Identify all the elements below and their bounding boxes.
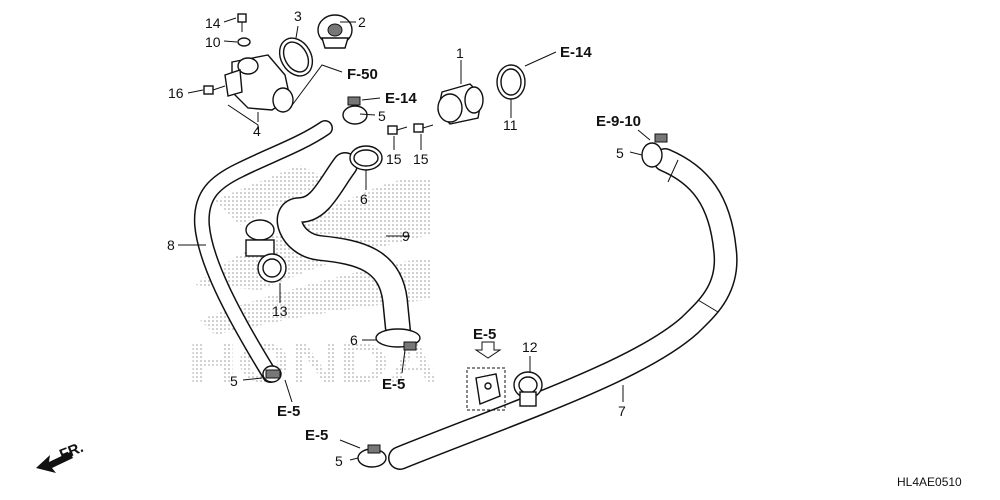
callout-3: 3 [294, 8, 302, 24]
ref-e-5-bottom: E-5 [305, 427, 328, 444]
bracket-dashed-box [466, 367, 506, 411]
callout-5-left: 5 [230, 373, 238, 389]
bolt-16 [203, 85, 226, 95]
water-outlet-1 [437, 83, 484, 125]
callout-14: 14 [205, 15, 221, 31]
ref-e-5-left: E-5 [277, 403, 300, 420]
callout-15-b: 15 [413, 151, 429, 167]
bolt-14 [237, 13, 247, 32]
callout-13: 13 [272, 303, 288, 319]
washer-10 [237, 37, 251, 47]
callout-8: 8 [167, 237, 175, 253]
gasket-3 [278, 37, 314, 77]
callout-6-bottom: 6 [350, 332, 358, 348]
ref-e-14-mid: E-14 [385, 90, 417, 107]
callout-16: 16 [168, 85, 184, 101]
callout-5-bottom: 5 [335, 453, 343, 469]
bolt-15b [413, 123, 434, 133]
hose-9 [276, 152, 411, 343]
clip-13 [245, 219, 287, 283]
callout-1: 1 [456, 45, 464, 61]
bolt-15a [387, 125, 408, 135]
diagram-code: HL4AE0510 [897, 475, 962, 489]
callout-9: 9 [402, 228, 410, 244]
callout-10: 10 [205, 34, 221, 50]
clamp-6-bottom [375, 328, 421, 351]
callout-6-top: 6 [360, 191, 368, 207]
thermostat-housing-4 [224, 54, 294, 113]
ref-e-5-mid: E-5 [382, 376, 405, 393]
clamp-5-bottom [357, 444, 387, 468]
front-direction-arrow [36, 452, 73, 473]
callout-12: 12 [522, 339, 538, 355]
clamp-5-right [641, 133, 668, 168]
callout-5-right: 5 [616, 145, 624, 161]
front-label: FR. [57, 439, 86, 464]
ref-e-14-top: E-14 [560, 44, 592, 61]
clamp-5-left [262, 365, 282, 383]
thermostat-2 [317, 14, 353, 49]
callout-4: 4 [253, 123, 261, 139]
callout-11: 11 [503, 117, 518, 133]
clamp-5-top [342, 96, 368, 125]
hose-7 [388, 148, 738, 470]
ref-arrow-up [474, 341, 502, 359]
callout-7: 7 [618, 403, 626, 419]
ref-e-5-box: E-5 [473, 326, 496, 343]
clamp-6-top [349, 145, 383, 171]
clamp-12 [513, 371, 543, 407]
hose-8 [193, 120, 333, 383]
callout-5-top: 5 [378, 108, 386, 124]
o-ring-11-inner [500, 68, 522, 96]
callout-15-a: 15 [386, 151, 402, 167]
ref-e-9-10: E-9-10 [596, 113, 641, 130]
leader-lines [178, 17, 651, 461]
ref-f-50: F-50 [347, 66, 378, 83]
callout-2: 2 [358, 14, 366, 30]
